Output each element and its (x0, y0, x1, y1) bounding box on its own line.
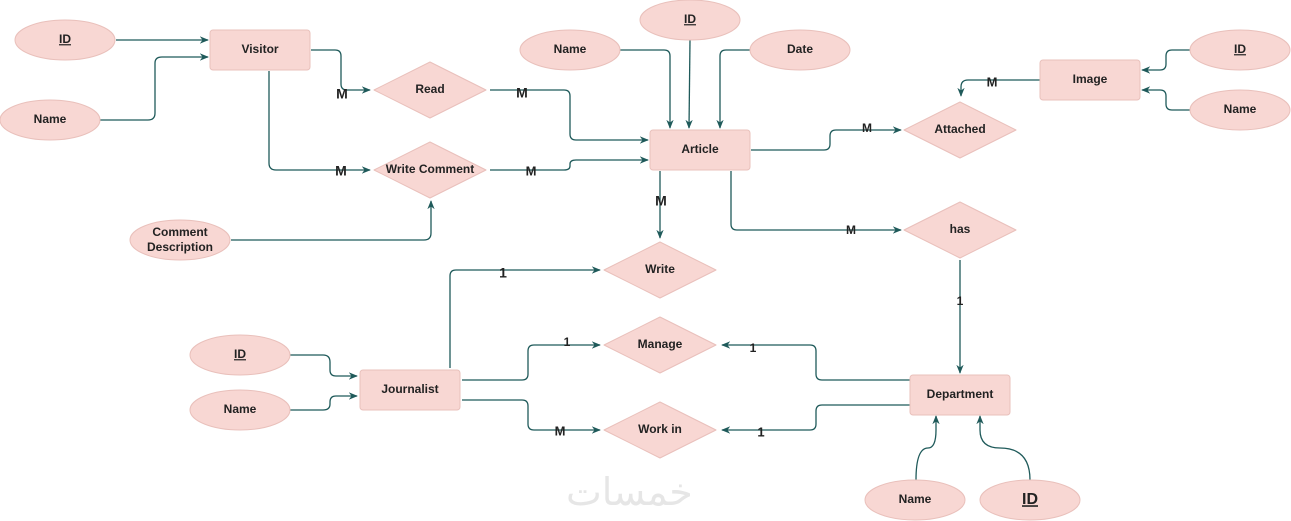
relationship-write[interactable]: Write (603, 241, 717, 299)
card-article-has: M (846, 223, 856, 237)
edge-articlename-article (620, 49, 674, 129)
cardinality-labels: M M M M M M M M 1 1 1 M 1 1 (335, 74, 997, 439)
card-journalist-manage: 1 (564, 335, 571, 349)
edge-article-has (730, 171, 902, 234)
relationship-manage-label: Manage (638, 337, 683, 351)
attribute-journalist-id-label: ID (234, 347, 246, 361)
attribute-article-name[interactable]: Name (519, 29, 621, 71)
attribute-department-name[interactable]: Name (864, 479, 966, 521)
edge-journalist-write (449, 266, 601, 368)
card-read-article: M (516, 85, 528, 101)
card-department-manage: 1 (750, 341, 757, 355)
attribute-visitor-name[interactable]: Name (0, 99, 101, 141)
edge-department-workin (721, 404, 910, 434)
edge-commentdesc-writecomment (231, 200, 435, 241)
edge-writecomment-article (490, 156, 649, 171)
attribute-image-id[interactable]: ID (1189, 29, 1291, 71)
entity-article[interactable]: Article (649, 129, 751, 171)
attribute-image-id-label: ID (1234, 42, 1246, 56)
attribute-comment-description-line1: Comment (152, 225, 207, 239)
entity-journalist[interactable]: Journalist (359, 369, 461, 411)
attribute-image-name[interactable]: Name (1189, 89, 1291, 131)
attribute-department-id-label: ID (1022, 491, 1038, 508)
card-journalist-workin: M (555, 423, 566, 438)
card-journalist-write: 1 (499, 265, 507, 281)
edge-departmentid-department (976, 415, 1031, 481)
attribute-article-id-label: ID (684, 12, 696, 26)
attribute-article-date[interactable]: Date (749, 29, 851, 71)
relationship-has[interactable]: has (903, 201, 1017, 259)
edge-articleid-article (685, 39, 693, 129)
card-has-department: 1 (957, 294, 964, 308)
entity-department-label: Department (927, 387, 994, 401)
attribute-journalist-name-label: Name (224, 402, 257, 416)
attribute-visitor-name-label: Name (34, 112, 67, 126)
card-writecomment-article: M (526, 163, 537, 178)
card-visitor-read: M (336, 86, 348, 102)
relationship-attached-label: Attached (934, 122, 985, 136)
attribute-visitor-id[interactable]: ID (14, 19, 116, 61)
attribute-journalist-id[interactable]: ID (189, 334, 291, 376)
edge-journalistid-journalist (290, 354, 358, 380)
edge-journalist-manage (462, 341, 601, 381)
edge-imagename-image (1141, 86, 1190, 111)
attribute-article-date-label: Date (787, 42, 813, 56)
relationship-write-comment[interactable]: Write Comment (373, 141, 487, 199)
edge-visitor-read (311, 49, 371, 94)
relationship-manage[interactable]: Manage (603, 316, 717, 374)
card-visitor-writecomment: M (335, 163, 347, 179)
attribute-image-name-label: Name (1224, 102, 1257, 116)
edge-department-manage (721, 341, 910, 381)
relationship-attached[interactable]: Attached (903, 101, 1017, 159)
attribute-department-name-label: Name (899, 492, 932, 506)
entity-article-label: Article (681, 142, 719, 156)
attribute-visitor-id-label: ID (59, 32, 71, 46)
relationship-has-label: has (950, 222, 971, 236)
entity-visitor[interactable]: Visitor (209, 29, 311, 71)
entity-image[interactable]: Image (1039, 59, 1141, 101)
attribute-article-name-label: Name (554, 42, 587, 56)
card-department-workin: 1 (757, 424, 764, 439)
edge-visitor-writecomment (268, 71, 371, 174)
card-article-write: M (655, 193, 667, 209)
edge-departmentname-department (915, 415, 940, 481)
edge-visitor-name (100, 53, 209, 121)
relationship-work-in-label: Work in (638, 422, 682, 436)
entity-department[interactable]: Department (909, 374, 1011, 416)
edges (100, 36, 1190, 481)
watermark-logo: خمسات (566, 470, 693, 514)
card-article-attached: M (862, 121, 872, 135)
entity-image-label: Image (1073, 72, 1108, 86)
attribute-comment-description-line2: Description (147, 240, 213, 254)
relationship-work-in[interactable]: Work in (603, 401, 717, 459)
edge-journalist-workin (462, 399, 601, 434)
edge-articledate-article (716, 49, 750, 129)
attribute-article-id[interactable]: ID (639, 0, 741, 41)
edge-imageid-image (1141, 49, 1190, 74)
edge-image-attached (957, 79, 1040, 97)
entity-visitor-label: Visitor (241, 42, 278, 56)
attribute-department-id[interactable]: ID (979, 479, 1081, 521)
attribute-comment-description[interactable]: Comment Description (129, 219, 231, 261)
edge-read-article (490, 89, 649, 144)
card-image-attached: M (987, 74, 998, 89)
relationship-read-label: Read (415, 82, 444, 96)
entity-journalist-label: Journalist (381, 382, 438, 396)
attribute-journalist-name[interactable]: Name (189, 389, 291, 431)
relationship-write-comment-label: Write Comment (386, 162, 474, 176)
relationship-write-label: Write (645, 262, 675, 276)
edge-journalistname-journalist (290, 392, 358, 411)
relationship-read[interactable]: Read (373, 61, 487, 119)
edge-article-attached (751, 126, 902, 151)
